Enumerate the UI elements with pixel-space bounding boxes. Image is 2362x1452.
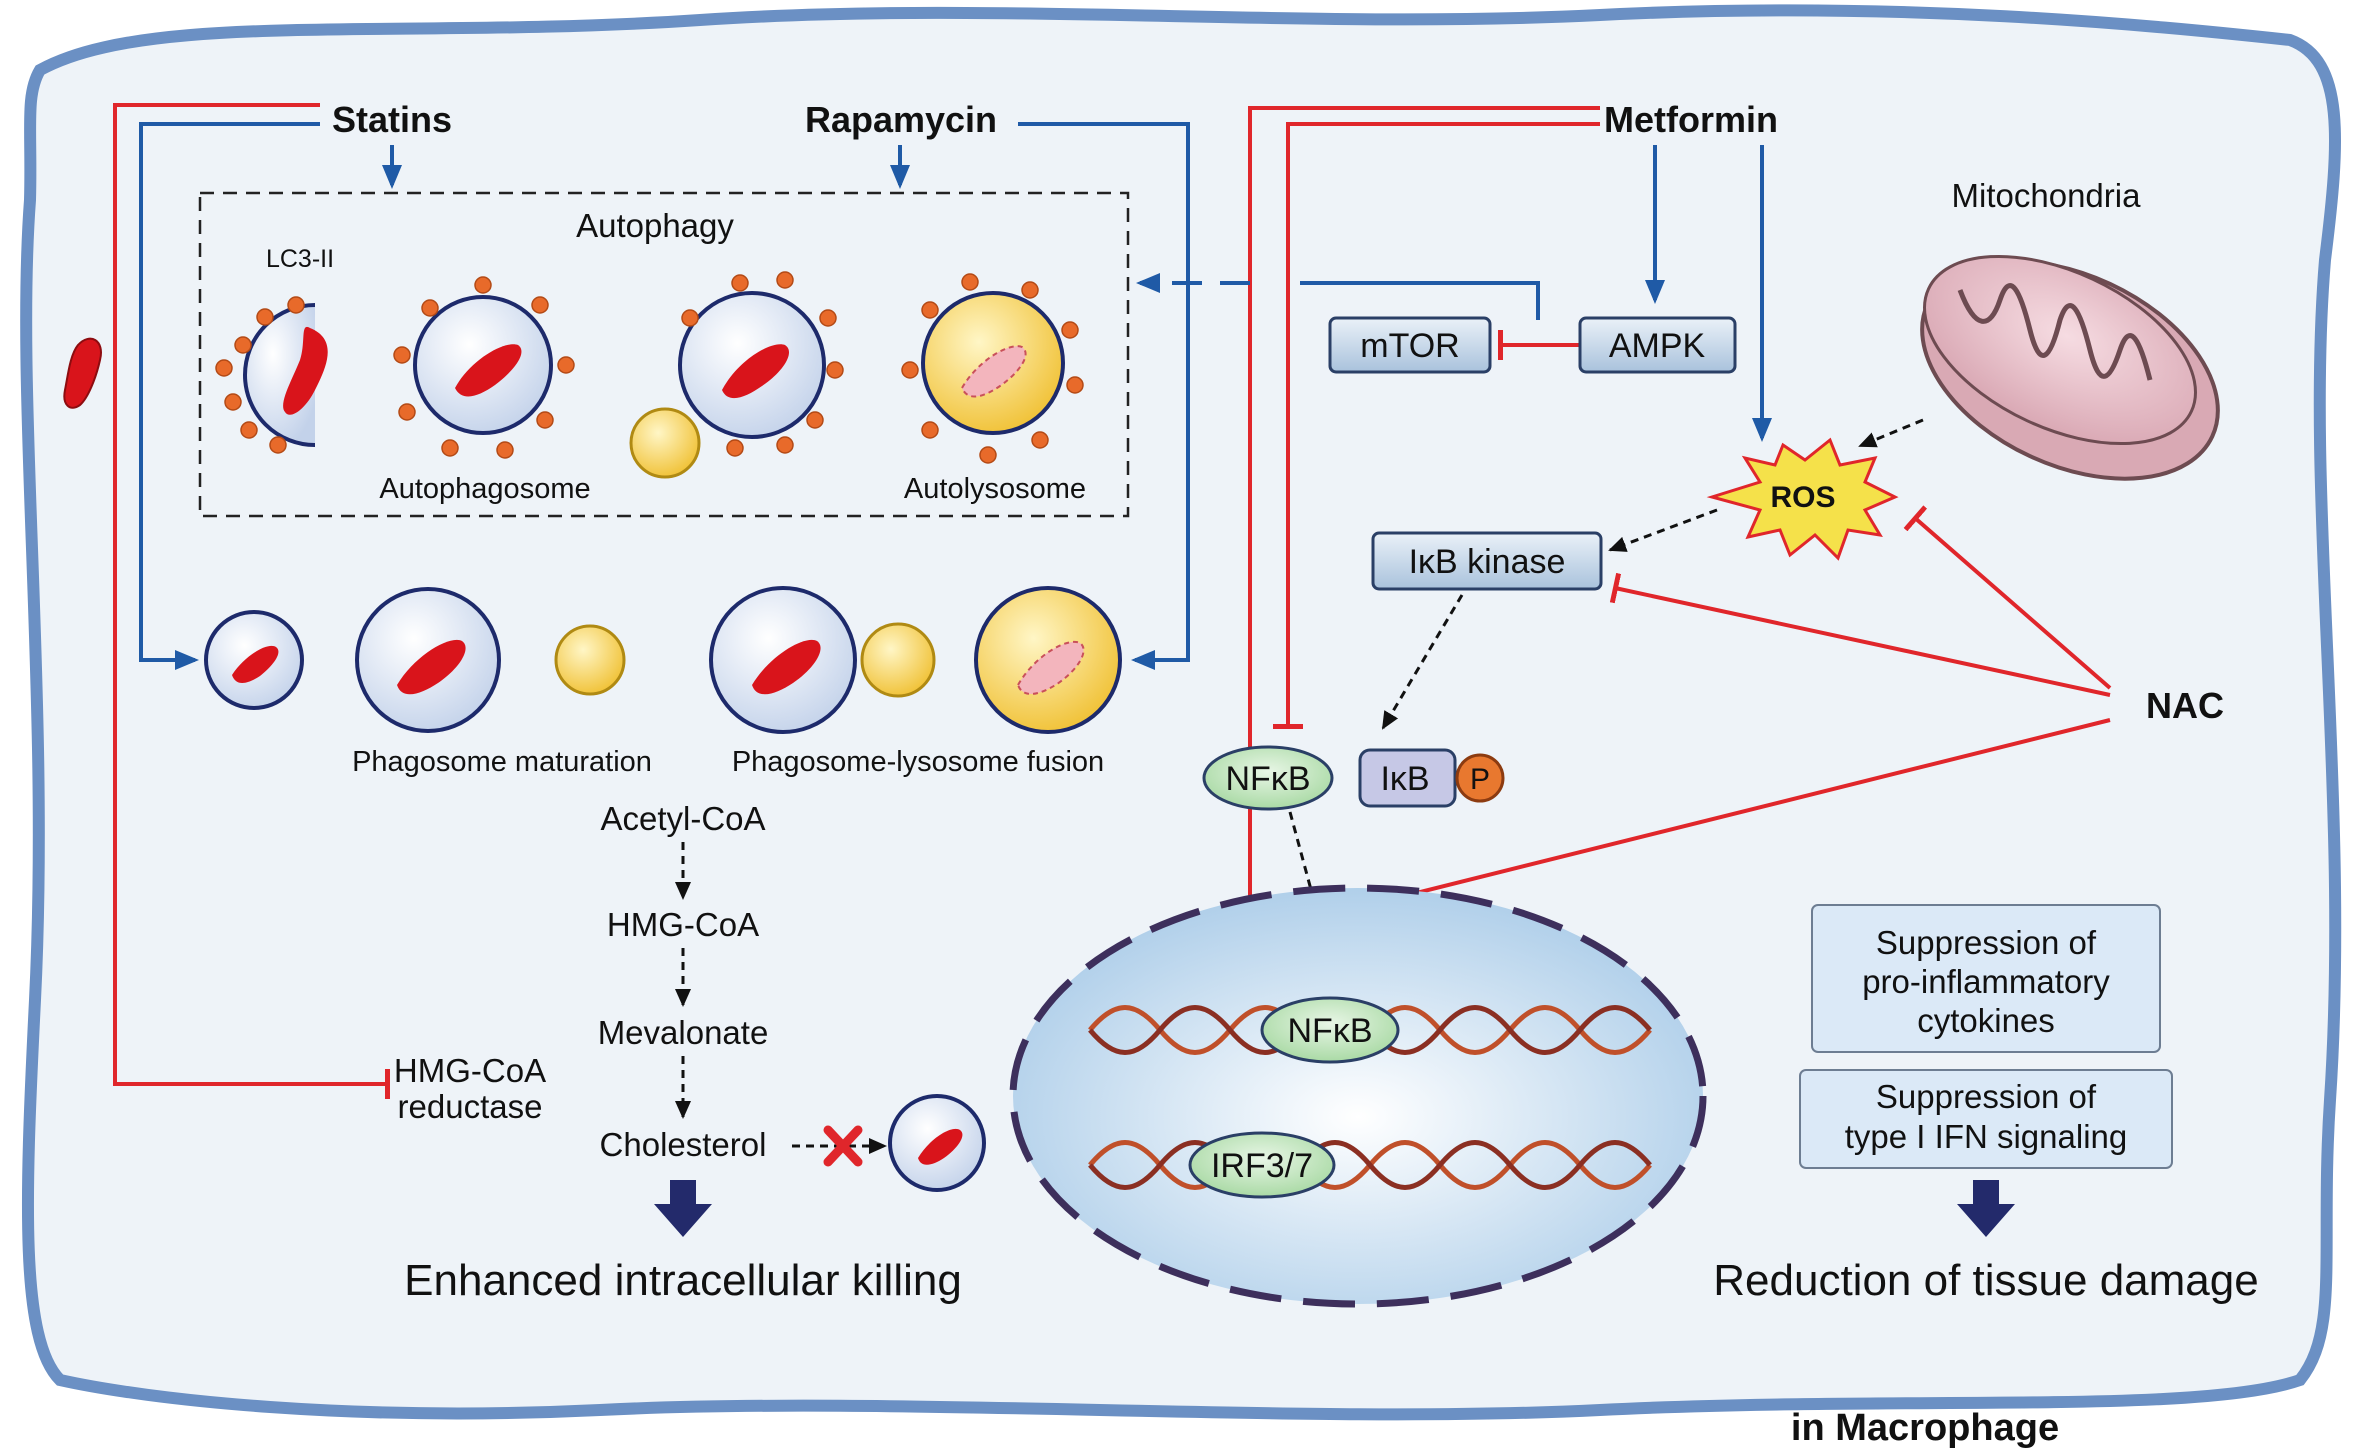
autophagosome-label: Autophagosome — [379, 473, 590, 505]
phagosome-maturation-label: Phagosome maturation — [352, 746, 652, 778]
ifn-box: Suppression of type I IFN signaling — [1799, 1069, 2173, 1169]
rapamycin-activation-lines — [890, 122, 1190, 670]
ros-burst: ROS — [1706, 437, 1899, 561]
mtor-box: mTOR — [1328, 316, 1492, 374]
tissue-arrow — [1957, 1180, 2015, 1237]
killing-outcome: Enhanced intracellular killing — [404, 1256, 962, 1305]
nfkb-label: NFκB — [1226, 760, 1311, 798]
autophagy-title: Autophagy — [576, 207, 734, 244]
nac-inhibition-lines — [1334, 505, 2112, 928]
dna-strand-lower — [1088, 1140, 1652, 1190]
phagosome-cholesterol — [888, 1094, 986, 1192]
autolysosome-label: Autolysosome — [904, 473, 1086, 505]
reductase-label-2: reductase — [398, 1088, 543, 1125]
cytokine-line-2: pro-inflammatory — [1862, 963, 2110, 1000]
nucleus — [1009, 884, 1707, 1308]
reductase-label-1: HMG-CoA — [394, 1052, 546, 1089]
autophagy-box — [198, 191, 1130, 518]
metformin-activation-lines — [1645, 145, 1772, 442]
ampk-autophagy-arrow — [1136, 273, 1540, 320]
mitochondria-icon — [1920, 254, 2220, 481]
killing-arrow — [654, 1180, 712, 1237]
autophagosome — [393, 276, 575, 459]
acetyl-coa-label: Acetyl-CoA — [600, 800, 765, 837]
hmg-coa-label: HMG-CoA — [607, 906, 759, 943]
ros-label: ROS — [1770, 481, 1835, 514]
lysosome — [554, 624, 626, 696]
nfkb-nuclear-label: NFκB — [1288, 1012, 1373, 1050]
ampk-label: AMPK — [1609, 327, 1706, 365]
phagosome-fusing — [709, 586, 936, 734]
phagosome-large — [355, 587, 501, 733]
phagolysosome — [974, 586, 1122, 734]
ikb-kinase-label: IκB kinase — [1409, 543, 1566, 581]
mito-ros-arrow — [1858, 418, 1924, 448]
ros-ikk-arrow — [1608, 508, 1718, 552]
macrophage-footer: in Macrophage — [1791, 1407, 2059, 1449]
phagophore — [215, 296, 328, 454]
mevalonate-label: Mevalonate — [598, 1014, 769, 1051]
rapamycin-label: Rapamycin — [805, 99, 997, 140]
statins-activation-lines — [139, 122, 402, 670]
metformin-label: Metformin — [1604, 99, 1778, 140]
statins-inhibition-line — [113, 103, 390, 1099]
extracellular-bacterium — [63, 337, 102, 409]
phospho-label: P — [1470, 763, 1490, 796]
phagosome-fusion-label: Phagosome-lysosome fusion — [732, 746, 1104, 778]
ikb-kinase-box: IκB kinase — [1371, 531, 1603, 591]
autolysosome — [901, 273, 1084, 464]
mitochondria-label: Mitochondria — [1952, 177, 2142, 214]
irf-nuclear: IRF3/7 — [1188, 1131, 1336, 1199]
cytokine-line-3: cytokines — [1917, 1002, 2055, 1039]
blocked-x-icon — [823, 1125, 863, 1167]
nfkb-ikb-complex: NFκB IκB P — [1202, 745, 1505, 811]
ifn-line-1: Suppression of — [1876, 1078, 2097, 1115]
cell-membrane — [20, 4, 2342, 1421]
tissue-outcome: Reduction of tissue damage — [1713, 1256, 2258, 1305]
cytokine-box: Suppression of pro-inflammatory cytokine… — [1811, 904, 2161, 1053]
lc3-label: LC3-II — [266, 245, 334, 273]
cholesterol-label: Cholesterol — [600, 1126, 767, 1163]
cytokine-line-1: Suppression of — [1876, 924, 2097, 961]
ikb-label: IκB — [1380, 760, 1429, 798]
mtor-label: mTOR — [1360, 327, 1459, 365]
nfkb-nuclear: NFκB — [1260, 996, 1400, 1064]
ifn-line-2: type I IFN signaling — [1845, 1118, 2127, 1155]
fusing-autophagosome — [629, 271, 844, 479]
nac-label: NAC — [2146, 685, 2224, 726]
phagosome-small — [204, 610, 304, 710]
ikk-nfkb-arrow — [1381, 594, 1464, 730]
ampk-box: AMPK — [1578, 316, 1737, 374]
irf-label: IRF3/7 — [1211, 1147, 1313, 1185]
statins-label: Statins — [332, 99, 452, 140]
